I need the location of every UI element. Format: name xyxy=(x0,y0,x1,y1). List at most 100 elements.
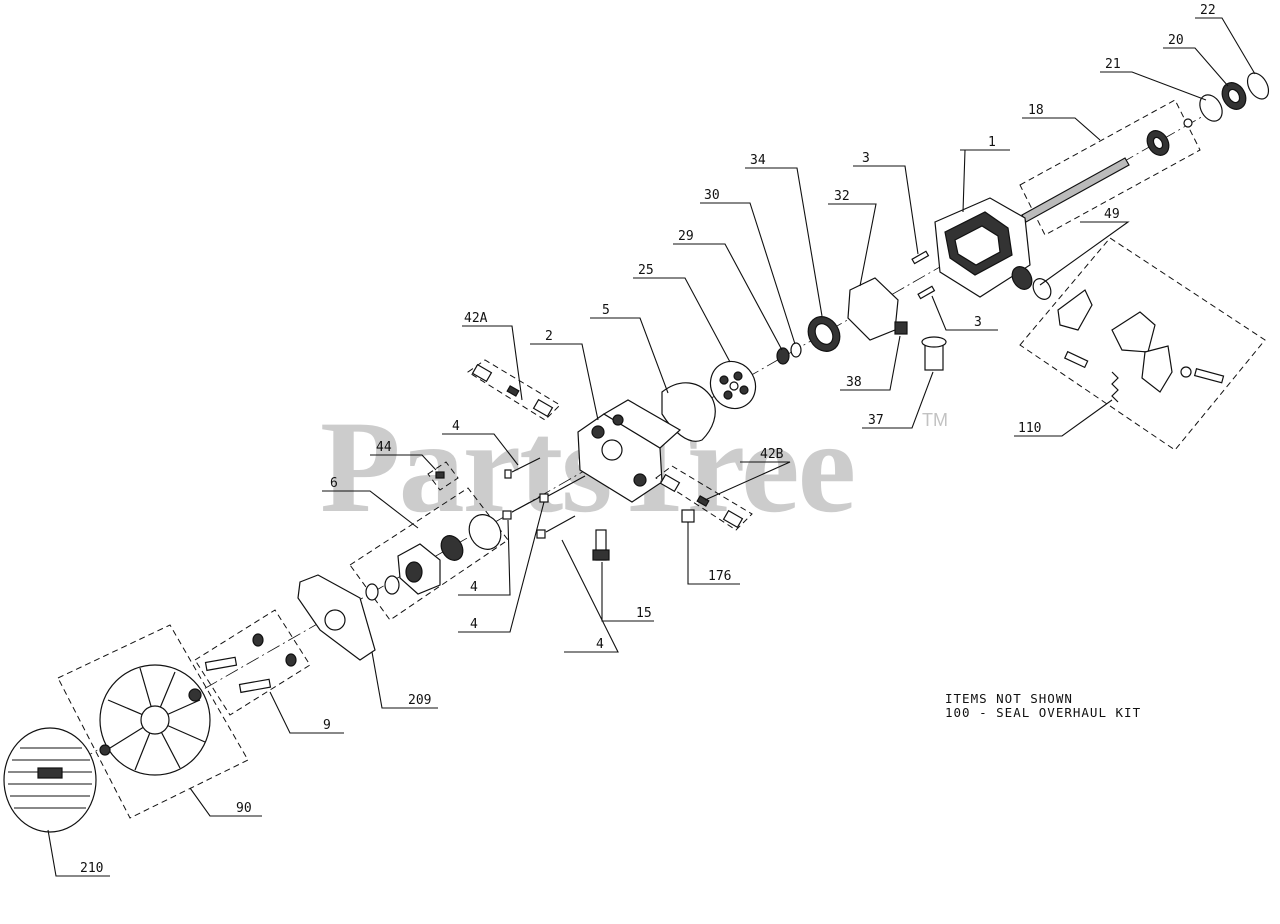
leader-110 xyxy=(1014,399,1113,437)
callout-5[interactable]: 5 xyxy=(602,303,610,318)
callout-21[interactable]: 21 xyxy=(1105,57,1121,72)
leader-9 xyxy=(269,691,344,734)
callout-1[interactable]: 1 xyxy=(988,135,996,150)
part-22-retaining-ring[interactable] xyxy=(1243,69,1273,102)
part-20-bearing[interactable] xyxy=(1217,78,1250,113)
callout-4-mid-b[interactable]: 4 xyxy=(470,617,478,632)
callout-90[interactable]: 90 xyxy=(236,801,252,816)
part-110-control-arm-kit[interactable] xyxy=(1057,289,1225,403)
part-42b-check-valve[interactable] xyxy=(659,473,744,529)
callout-210[interactable]: 210 xyxy=(80,861,103,876)
leader-4-bottom xyxy=(561,539,619,653)
kit-42b-box xyxy=(655,465,753,531)
part-4-bolt-upper[interactable] xyxy=(504,457,541,479)
leader-18 xyxy=(1022,117,1101,141)
part-90-cooling-fan[interactable] xyxy=(99,664,211,776)
callout-176[interactable]: 176 xyxy=(708,569,731,584)
callout-110[interactable]: 110 xyxy=(1018,421,1041,436)
leader-38 xyxy=(840,335,901,391)
notes-heading: ITEMS NOT SHOWN xyxy=(945,691,1073,706)
leader-6 xyxy=(322,490,419,529)
callout-42a[interactable]: 42A xyxy=(464,311,488,326)
part-9-fan-hardware[interactable] xyxy=(204,633,297,694)
part-18-input-shaft[interactable] xyxy=(1021,118,1193,223)
part-21-washer[interactable] xyxy=(1195,91,1226,125)
callout-3-lower[interactable]: 3 xyxy=(974,315,982,330)
leader-4-top xyxy=(442,433,519,466)
callout-6[interactable]: 6 xyxy=(330,476,338,491)
leader-21 xyxy=(1100,71,1207,101)
kit-42a-box xyxy=(467,359,561,421)
callout-32[interactable]: 32 xyxy=(834,189,850,204)
leader-42a xyxy=(462,325,523,401)
leader-37 xyxy=(862,371,934,429)
callout-15[interactable]: 15 xyxy=(636,606,652,621)
callout-2[interactable]: 2 xyxy=(545,329,553,344)
part-29-spring[interactable] xyxy=(776,347,790,365)
trademark-mark: TM xyxy=(922,410,948,430)
leader-30 xyxy=(700,202,796,345)
callout-4-top[interactable]: 4 xyxy=(452,419,460,434)
leader-90 xyxy=(189,787,262,817)
part-38-pivot[interactable] xyxy=(894,321,908,335)
callout-4-mid-a[interactable]: 4 xyxy=(470,580,478,595)
part-3-pin-upper[interactable] xyxy=(911,250,930,265)
part-25-cylinder-block[interactable] xyxy=(702,353,764,417)
leader-25 xyxy=(633,277,731,363)
part-2-center-section[interactable] xyxy=(577,399,682,503)
callout-18[interactable]: 18 xyxy=(1028,103,1044,118)
callout-42b[interactable]: 42B xyxy=(760,447,784,462)
callout-20[interactable]: 20 xyxy=(1168,33,1184,48)
callout-49[interactable]: 49 xyxy=(1104,207,1120,222)
callout-9[interactable]: 9 xyxy=(323,718,331,733)
part-4-bolt-middle-a[interactable] xyxy=(502,496,541,520)
leader-176 xyxy=(687,522,740,585)
kit-44-box xyxy=(427,461,459,491)
part-210-fan-guard[interactable] xyxy=(3,727,97,833)
part-37-trunnion-shaft[interactable] xyxy=(921,336,947,371)
leader-209 xyxy=(371,651,438,709)
leader-20 xyxy=(1163,47,1229,87)
callout-22[interactable]: 22 xyxy=(1200,3,1216,18)
kit-6-box xyxy=(349,487,509,621)
part-4-bolt-middle-b[interactable] xyxy=(539,475,586,503)
part-6-charge-pump[interactable] xyxy=(365,509,507,601)
leader-4-mid-a xyxy=(458,519,511,596)
leader-32 xyxy=(828,203,877,287)
callout-34[interactable]: 34 xyxy=(750,153,766,168)
leader-34 xyxy=(745,167,823,317)
leader-1 xyxy=(960,149,1010,213)
part-15-fitting[interactable] xyxy=(592,529,610,561)
kit-9-box xyxy=(194,609,311,716)
part-30-ring[interactable] xyxy=(790,342,802,358)
part-44-plug[interactable] xyxy=(435,471,445,479)
leader-42b xyxy=(704,461,791,501)
part-176-plug[interactable] xyxy=(681,509,695,523)
kit-90-box xyxy=(57,624,249,819)
leader-49 xyxy=(1039,221,1130,286)
notes-seal-kit: 100 - SEAL OVERHAUL KIT xyxy=(945,705,1142,720)
part-1-housing[interactable] xyxy=(934,197,1031,298)
callout-25[interactable]: 25 xyxy=(638,263,654,278)
items-not-shown-note: ITEMS NOT SHOWN 100 - SEAL OVERHAUL KIT xyxy=(945,692,1141,720)
part-42a-check-valve[interactable] xyxy=(471,363,554,418)
kit-110-box xyxy=(1019,237,1266,451)
leader-3-upper xyxy=(853,165,919,255)
callout-3-upper[interactable]: 3 xyxy=(862,151,870,166)
callout-30[interactable]: 30 xyxy=(704,188,720,203)
leader-4-mid-b xyxy=(458,501,545,633)
callout-4-bottom[interactable]: 4 xyxy=(596,637,604,652)
part-4-bolt-lower[interactable] xyxy=(536,515,576,539)
callout-209[interactable]: 209 xyxy=(408,693,431,708)
leader-22 xyxy=(1195,17,1256,75)
callout-29[interactable]: 29 xyxy=(678,229,694,244)
callout-38[interactable]: 38 xyxy=(846,375,862,390)
leader-2 xyxy=(530,343,599,421)
part-49-seal[interactable] xyxy=(1008,263,1054,302)
callout-44[interactable]: 44 xyxy=(376,440,392,455)
part-32-plate[interactable] xyxy=(847,277,899,341)
part-3-pin-lower[interactable] xyxy=(917,285,936,300)
part-34-seal[interactable] xyxy=(802,311,846,357)
callout-37[interactable]: 37 xyxy=(868,413,884,428)
